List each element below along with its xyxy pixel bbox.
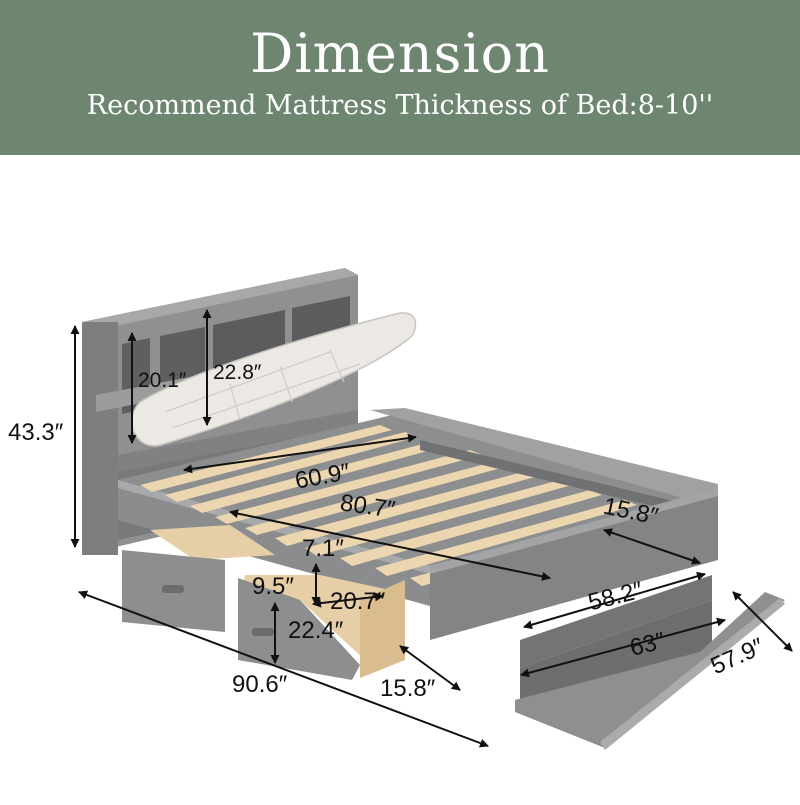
label-drawer-side: 15.8″ — [380, 675, 436, 702]
label-drawer-length: 22.4″ — [288, 617, 344, 644]
banner-subtitle: Recommend Mattress Thickness of Bed:8-10… — [86, 90, 714, 121]
label-shelf-inner-right: 22.8″ — [213, 361, 262, 384]
label-drawer-depth: 9.5″ — [252, 573, 294, 600]
dimension-lines — [70, 309, 793, 748]
label-drawer-height-gap: 7.1″ — [302, 535, 344, 562]
banner-title: Dimension — [250, 22, 550, 85]
bed-dimension-diagram: 43.3″ 20.1″ 22.8″ 60.9″ 80.7″ 15.8″ 7.1″… — [0, 155, 800, 800]
label-total-height: 43.3″ — [8, 419, 64, 446]
label-shelf-inner-left: 20.1″ — [138, 369, 187, 392]
header-banner: Dimension Recommend Mattress Thickness o… — [0, 0, 800, 155]
bed-illustration — [70, 268, 793, 750]
label-total-length: 90.6″ — [232, 671, 288, 698]
label-drawer-width: 20.7″ — [330, 588, 386, 615]
